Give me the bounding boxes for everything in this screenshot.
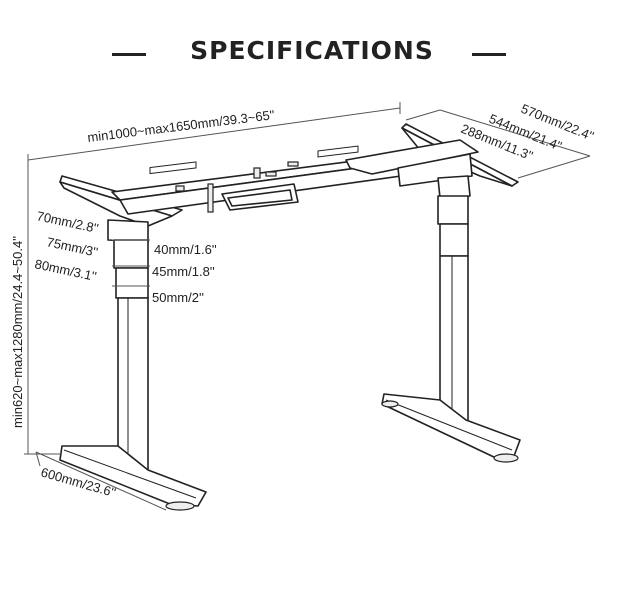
width-range-label: min1000~max1650mm/39.3~65'': [87, 107, 276, 145]
left-leg: [59, 219, 207, 511]
column-middle-label: 75mm/3'': [45, 234, 99, 259]
column-lower-label: 80mm/3.1'': [33, 256, 98, 284]
page-title: SPECIFICATIONS: [190, 36, 434, 65]
column-inner-2-label: 45mm/1.8'': [152, 264, 215, 279]
column-inner-1-label: 40mm/1.6'': [154, 242, 217, 257]
height-dimension: min620~max1280mm/24.4~50.4'': [10, 166, 62, 455]
desk-top-frame: [59, 123, 519, 227]
right-leg: [381, 175, 521, 463]
title-rule-left: [112, 53, 146, 56]
column-inner-3-label: 50mm/2'': [152, 290, 204, 305]
width-dimension: min1000~max1650mm/39.3~65'': [27, 102, 401, 166]
height-range-label: min620~max1280mm/24.4~50.4'': [10, 236, 25, 428]
title-rule-right: [472, 53, 506, 56]
column-outer-label: 70mm/2.8'': [35, 208, 100, 236]
